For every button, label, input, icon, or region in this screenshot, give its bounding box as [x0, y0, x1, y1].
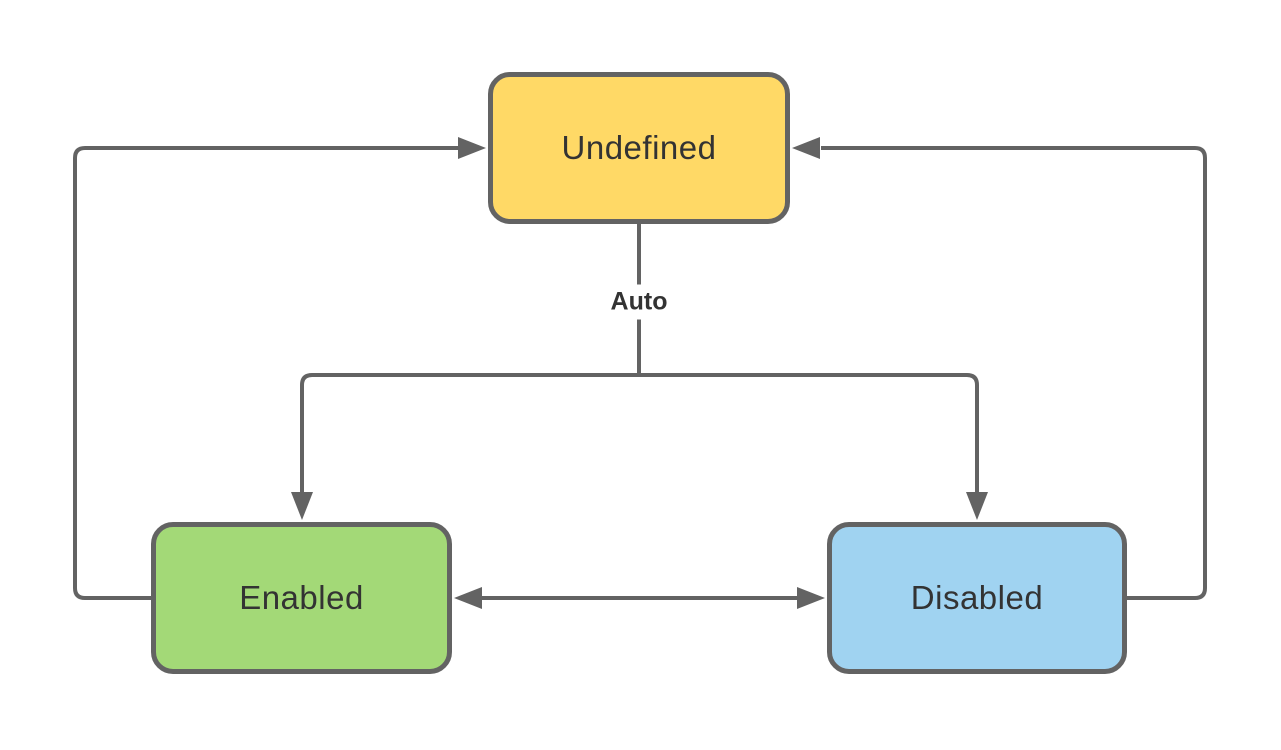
arrowhead-into-undefined-left — [458, 137, 486, 159]
arrowhead-into-disabled-top — [966, 492, 988, 520]
state-node-disabled[interactable]: Disabled — [827, 522, 1127, 674]
arrowhead-into-enabled-right — [454, 587, 482, 609]
arrowhead-into-enabled-top — [291, 492, 313, 520]
state-node-undefined[interactable]: Undefined — [488, 72, 790, 224]
arrowhead-into-disabled-left — [797, 587, 825, 609]
state-node-disabled-label: Disabled — [910, 579, 1044, 616]
arrowhead-into-undefined-right — [792, 137, 820, 159]
state-node-undefined-label: Undefined — [561, 129, 717, 166]
edge-label-auto: Auto — [602, 284, 676, 320]
state-node-enabled-label: Enabled — [239, 579, 364, 616]
edge-disabled-to-undefined — [821, 146, 1207, 600]
edge-enabled-to-undefined — [73, 146, 459, 600]
edge-auto-branch — [300, 373, 979, 494]
state-node-enabled[interactable]: Enabled — [151, 522, 452, 674]
